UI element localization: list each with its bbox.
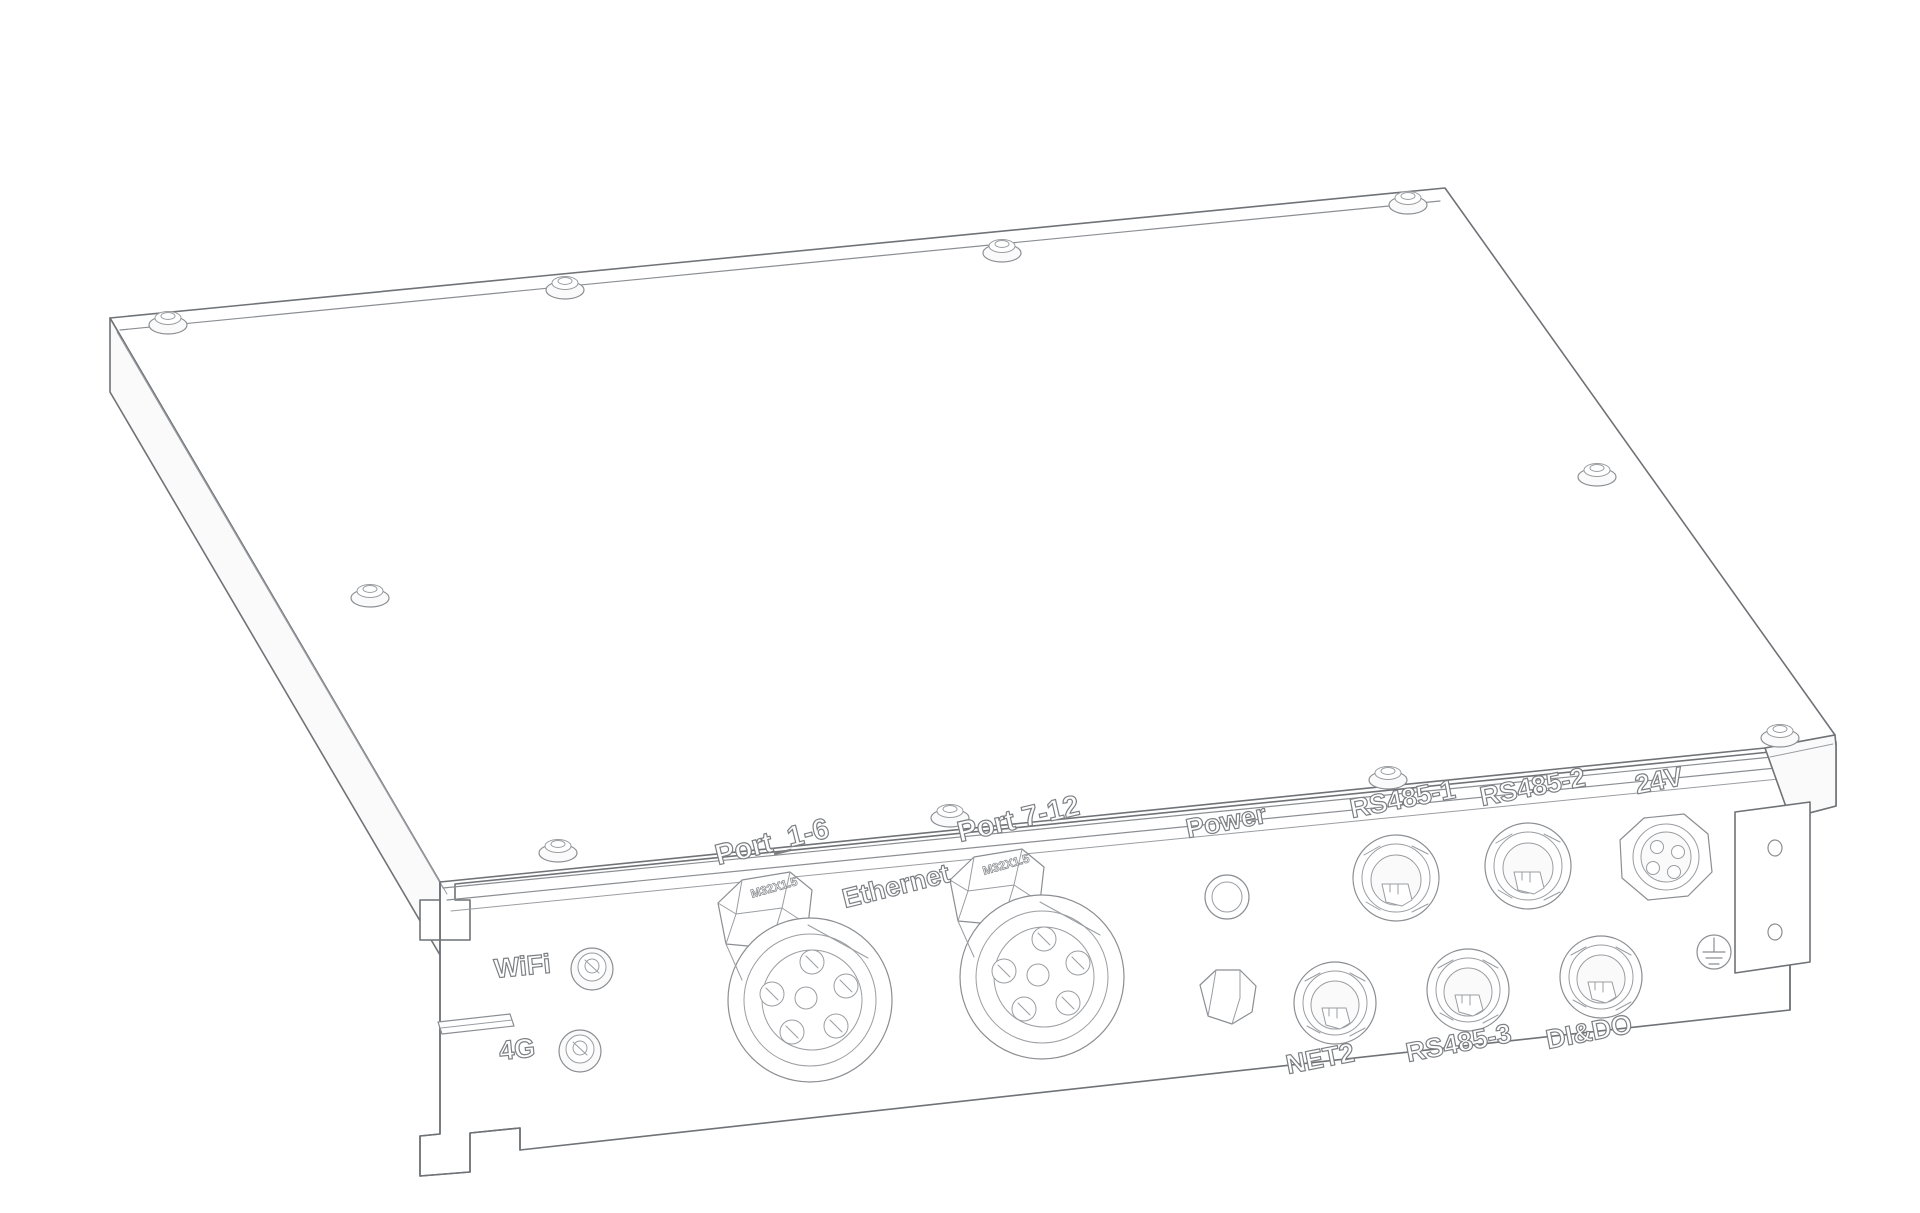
sim-card-slot[interactable] xyxy=(437,1013,515,1035)
screw xyxy=(148,311,188,335)
cable-gland-port-7-12[interactable]: M32X1.5 xyxy=(949,848,1125,1060)
screw xyxy=(982,239,1022,263)
cable-gland-port-1-6[interactable]: M32X1.5 xyxy=(717,871,893,1083)
right-end-panel xyxy=(1764,734,1837,819)
right-mounting-ear xyxy=(1734,801,1811,974)
24v-power-connector[interactable] xyxy=(1619,813,1713,901)
lte-label: 4G xyxy=(498,1033,537,1066)
screw xyxy=(1760,724,1800,748)
vent-plug xyxy=(1199,969,1257,1025)
screw xyxy=(350,584,390,608)
rs485-3-connector[interactable] xyxy=(1426,948,1510,1032)
screw xyxy=(545,276,585,300)
cover-screws xyxy=(148,191,1800,863)
rs485-2-connector[interactable] xyxy=(1484,822,1572,910)
di-do-connector[interactable] xyxy=(1559,935,1643,1019)
power-button[interactable] xyxy=(1204,874,1250,920)
screw xyxy=(1388,191,1428,215)
earth-ground-icon xyxy=(1696,934,1732,970)
screw xyxy=(1577,463,1617,487)
wifi-label: WiFi xyxy=(493,949,552,984)
lte-antenna-connector[interactable] xyxy=(558,1029,602,1073)
screw xyxy=(930,804,970,828)
screw xyxy=(538,839,578,863)
net2-connector[interactable] xyxy=(1293,961,1377,1045)
wifi-antenna-connector[interactable] xyxy=(570,947,614,991)
screw xyxy=(1368,766,1408,790)
rs485-1-connector[interactable] xyxy=(1352,834,1440,922)
